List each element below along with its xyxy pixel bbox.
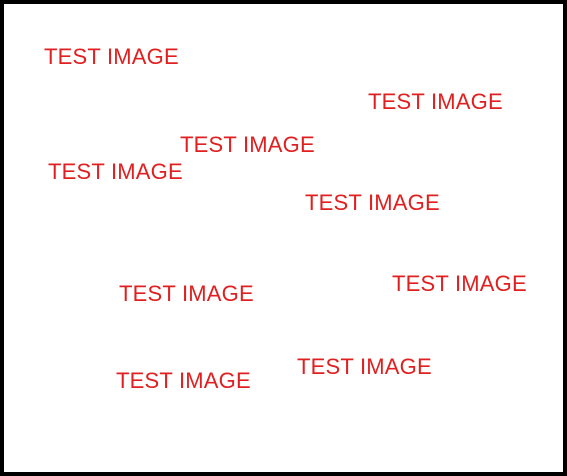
test-image-label: TEST IMAGE — [119, 281, 254, 306]
test-image-label: TEST IMAGE — [305, 190, 440, 215]
test-image-label: TEST IMAGE — [180, 132, 315, 157]
test-image-label: TEST IMAGE — [392, 271, 527, 296]
test-image-label: TEST IMAGE — [116, 368, 251, 393]
test-image-label: TEST IMAGE — [44, 44, 179, 69]
test-image-label: TEST IMAGE — [297, 354, 432, 379]
test-image-label: TEST IMAGE — [368, 89, 503, 114]
test-image-label: TEST IMAGE — [48, 159, 183, 184]
